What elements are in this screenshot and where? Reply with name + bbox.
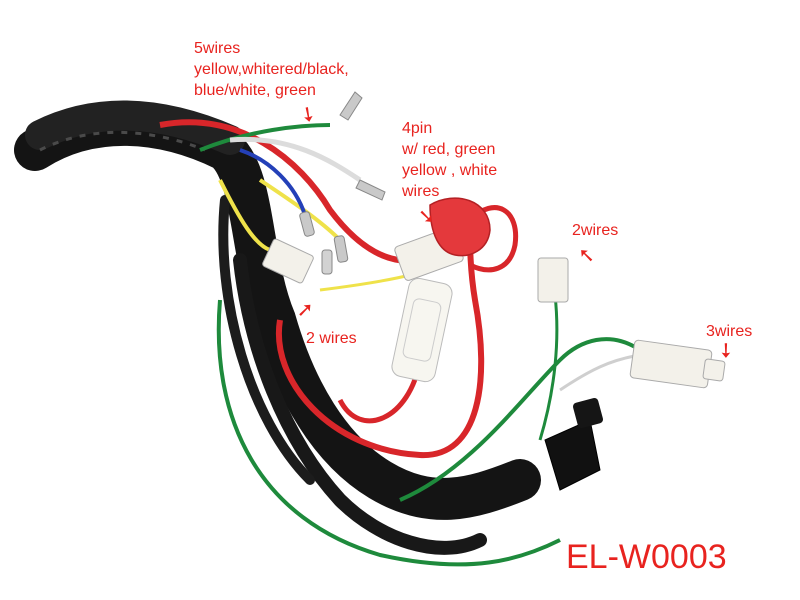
terminal-yellow-2 (321, 249, 333, 275)
connector-3pin-latch (702, 358, 726, 382)
product-code: EL-W0003 (566, 538, 727, 576)
label-two-wires-left: 2 wires (306, 330, 357, 347)
fuse-holder (391, 277, 453, 383)
label-five-wires: 5wires yellow,whitered/black, blue/white… (194, 38, 349, 101)
label-three-wires: 3wires (706, 323, 753, 340)
green-wire-2pin (538, 294, 559, 441)
red-arrow-icon: ➘ (292, 301, 317, 319)
red-arrow-icon: ➘ (578, 244, 595, 268)
yellow-wire (218, 179, 271, 252)
white-wire-top (229, 136, 362, 183)
label-four-pin-line-2: w/ red, green (402, 141, 496, 158)
terminal-blue (299, 211, 315, 237)
connector-2pin-right (537, 257, 569, 303)
harness-ridge (39, 130, 206, 152)
green-wire-long (216, 299, 561, 567)
green-wire-top (199, 123, 331, 152)
red-boot (429, 197, 491, 257)
red-arrow-icon: ➘ (418, 204, 435, 228)
white-wire-3pin (559, 353, 641, 392)
terminal-top (339, 91, 363, 121)
label-four-pin-line-3: yellow , white (402, 162, 498, 179)
fuse-holder-clip (402, 298, 442, 362)
harness-upper-loom (25, 100, 245, 155)
label-four-pin-line-1: 4pin (402, 120, 433, 137)
red-wire-main (275, 229, 485, 459)
terminal-yellow (333, 235, 349, 263)
yellow-wire-3 (319, 273, 411, 292)
connector-2pin-left (262, 238, 314, 284)
red-wire-loop (159, 119, 421, 264)
label-five-wires-line-1: 5wires (194, 40, 241, 57)
black-lead (233, 253, 487, 555)
green-wire-right (399, 337, 642, 502)
terminal-white (355, 179, 386, 201)
black-lead-2 (218, 195, 315, 485)
black-boot-cap (572, 397, 604, 429)
blue-wire (239, 148, 307, 216)
label-two-wires-right: 2wires (572, 222, 619, 239)
black-boot (544, 419, 601, 491)
label-four-pin-line-4: wires (402, 183, 440, 200)
label-four-pin: 4pin w/ red, green yellow , white wires (402, 118, 497, 202)
label-five-wires-line-2: yellow,whitered/black, (194, 61, 349, 78)
red-wire-boot-loop (468, 205, 519, 273)
label-five-wires-line-3: blue/white, green (194, 82, 316, 99)
connector-3pin (629, 339, 713, 389)
